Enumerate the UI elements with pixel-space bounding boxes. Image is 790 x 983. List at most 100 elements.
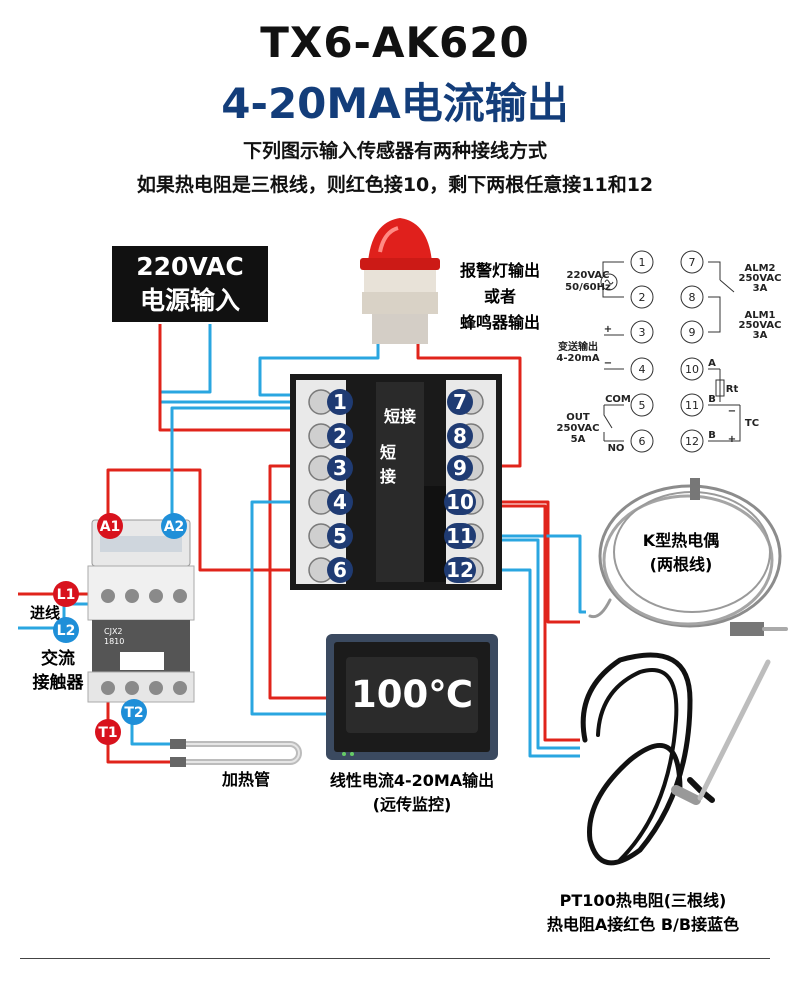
terminal-badge-8 <box>447 423 473 449</box>
thermocouple-label-1: K型热电偶 <box>643 531 719 550</box>
contactor-name-line-2: 接触器 <box>33 672 85 693</box>
contactor-name-line-1: 交流 <box>41 648 75 669</box>
schematic-pin-circle <box>680 429 704 453</box>
jumper-label-upper: 短接 <box>384 407 416 426</box>
heater-tube <box>170 739 302 767</box>
schematic-transmit-label-2: 4-20mA <box>556 353 599 364</box>
wire-tc-plus <box>478 500 580 624</box>
terminal-number-7: 7 <box>453 390 467 414</box>
wire-heater-t1 <box>106 690 175 764</box>
ac-contactor: CJX2 1810 <box>87 519 195 703</box>
terminal-badge-3 <box>327 455 353 481</box>
wire-pt100-a <box>478 504 580 742</box>
pt100-label-2: 热电阻A接红色 B/B接蓝色 <box>547 915 739 934</box>
terminal-number-6: 6 <box>333 558 347 582</box>
schematic-tc-minus: − <box>728 406 736 417</box>
contactor-tags: A1 A2 L1 L2 T1 T2 <box>53 513 187 745</box>
terminal-number-2: 2 <box>333 424 347 448</box>
wire-alarm-b <box>416 340 522 468</box>
schematic-pin-circle <box>680 320 704 344</box>
schematic-out-voltage: 250VAC <box>556 423 599 434</box>
tag-l1: L1 <box>57 587 76 603</box>
tag-a1: A1 <box>100 519 121 535</box>
k-type-thermocouple <box>588 478 788 636</box>
tag-l2: L2 <box>57 623 76 639</box>
terminal-badge-5 <box>327 523 353 549</box>
contactor-model-1: CJX2 <box>104 627 123 636</box>
display-caption-line-2: (远传监控) <box>373 795 452 814</box>
contactor-model-2: 1810 <box>104 637 124 646</box>
wire-alarm-a <box>258 340 380 397</box>
display-reading: 100℃ <box>346 657 478 733</box>
pt100-probe <box>580 652 771 866</box>
schematic-pin-6: 6 <box>639 435 646 448</box>
schematic-plus-3: + <box>604 324 612 335</box>
alarm-output-line-2: 或者 <box>484 287 516 306</box>
terminal-badge-10 <box>444 489 476 515</box>
tag-a2: A2 <box>164 519 185 535</box>
schematic-b-label-1: B <box>708 394 716 405</box>
schematic-pin-circle <box>630 250 654 274</box>
terminal-badge-1 <box>327 389 353 415</box>
schematic-supply-voltage: 220VAC <box>566 270 609 281</box>
schematic-tc-label: TC <box>745 418 759 429</box>
terminal-number-11: 11 <box>446 524 474 548</box>
schematic-pin-circle <box>630 393 654 417</box>
schematic-pin-circle <box>680 250 704 274</box>
schematic-alm2-voltage: 250VAC <box>738 273 781 284</box>
schematic-pin-circle <box>630 357 654 381</box>
alarm-output-line-3: 蜂鸣器输出 <box>460 313 540 332</box>
schematic-pin-circle <box>630 429 654 453</box>
schematic-b-label-2: B <box>708 430 716 441</box>
terminal-number-5: 5 <box>333 524 347 548</box>
schematic-pin-circle <box>630 320 654 344</box>
schematic-pin-12: 12 <box>685 435 699 448</box>
schematic-pin-1: 1 <box>639 256 646 269</box>
schematic-pin-2: 2 <box>639 291 646 304</box>
schematic-tc-plus: + <box>728 434 736 445</box>
jumper-label-lower-1: 短 <box>380 443 396 462</box>
alarm-lamp <box>360 218 440 344</box>
alarm-output-line-1: 报警灯输出 <box>460 261 540 280</box>
schematic-pin-9: 9 <box>689 326 696 339</box>
schematic-alm1-label: ALM1 <box>744 310 775 321</box>
schematic-alm1-current: 3A <box>753 330 768 341</box>
terminal-number-3: 3 <box>333 456 347 480</box>
terminal-badge-6 <box>327 557 353 583</box>
terminal-badge-11 <box>444 523 476 549</box>
schematic-rt-label: Rt <box>726 384 739 395</box>
terminal-badge-9 <box>447 455 473 481</box>
terminal-number-9: 9 <box>453 456 467 480</box>
power-input-box: 220VAC 电源输入 <box>112 246 268 322</box>
wire-tc-minus <box>478 534 586 614</box>
product-model-title: TX6-AK620 <box>260 18 530 67</box>
bottom-divider <box>20 958 770 959</box>
schematic-pin-circle <box>630 285 654 309</box>
schematic-out-label: OUT <box>566 412 590 423</box>
terminal-badge-2 <box>327 423 353 449</box>
schematic-transmit-label-1: 变送输出 <box>558 340 598 353</box>
schematic-pin-circle <box>680 285 704 309</box>
wire-pt100-b1 <box>478 538 580 750</box>
schematic-pin-10: 10 <box>685 363 699 376</box>
wire-pt100-b2 <box>478 568 580 758</box>
wire-coil-a1 <box>106 468 330 572</box>
tag-t1: T1 <box>98 725 117 741</box>
terminal-badge-12 <box>444 557 476 583</box>
terminal-number-8: 8 <box>453 424 467 448</box>
wiring-note-line-1: 下列图示输入传感器有两种接线方式 <box>242 140 547 162</box>
schematic-no-label: NO <box>608 443 625 454</box>
output-type-title: 4-20MA电流输出 <box>221 79 569 128</box>
wiring-note-line-2: 如果热电阻是三根线，则红色接10，剩下两根任意接11和12 <box>136 174 654 196</box>
schematic-supply-frequency: 50/60Hz <box>565 282 611 293</box>
wire-power-live <box>158 324 330 432</box>
terminal-number-1: 1 <box>333 390 347 414</box>
schematic-pin-3: 3 <box>639 326 646 339</box>
schematic-pin-11: 11 <box>685 399 699 412</box>
schematic-alm2-current: 3A <box>753 283 768 294</box>
schematic-pin-5: 5 <box>639 399 646 412</box>
schematic-pin-4: 4 <box>639 363 646 376</box>
thermocouple-label-2: (两根线) <box>650 555 713 574</box>
wire-coil-a2 <box>170 406 330 520</box>
